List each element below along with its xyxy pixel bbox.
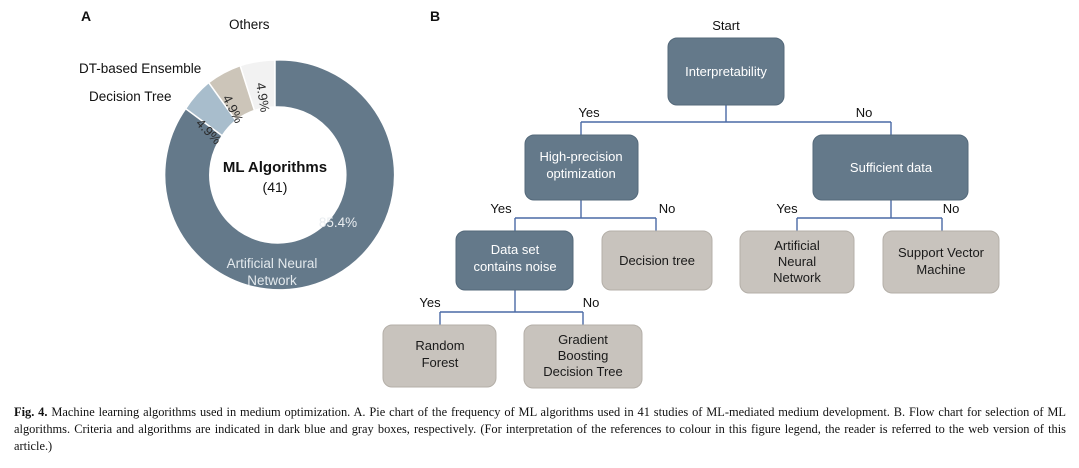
- flow-node-gbdt-label-line3: Decision Tree: [543, 364, 622, 379]
- panel-b-letter: B: [430, 8, 441, 24]
- flow-node-noise-label-line1: Data set: [491, 242, 540, 257]
- flow-node-artificial-neural-network[interactable]: Artificial Neural Network: [739, 230, 855, 294]
- edge-label-level3-yes: Yes: [419, 295, 441, 310]
- panel-a-pie-chart: DT-based Ensemble Decision Tree Others M…: [0, 0, 420, 320]
- panel-a-letter: A: [81, 8, 92, 24]
- pie-value-artificial-neural-network: 85.4%: [319, 215, 357, 230]
- pie-value-others: 4.9%: [253, 81, 273, 113]
- flow-start-label: Start: [712, 18, 740, 33]
- donut-center-title: ML Algorithms: [223, 159, 327, 176]
- figure-caption-text: Machine learning algorithms used in medi…: [14, 405, 1067, 453]
- flow-node-decision-tree[interactable]: Decision tree: [601, 230, 713, 291]
- flow-node-random-forest-label-line2: Forest: [422, 355, 459, 370]
- figure-caption: Fig. 4. Machine learning algorithms used…: [14, 404, 1066, 455]
- edge-label-level2b-no: No: [943, 201, 960, 216]
- pie-slice-decision-tree: [184, 81, 237, 137]
- edge-label-level1-no: No: [856, 105, 873, 120]
- pie-callout-dt-based-ensemble: DT-based Ensemble: [79, 61, 202, 76]
- flow-node-sufficient-data-label: Sufficient data: [850, 160, 933, 175]
- flow-node-gradient-boosting-decision-tree[interactable]: Gradient Boosting Decision Tree: [523, 324, 643, 389]
- donut-chart: ML Algorithms (41) 4.9% 4.9% 4.9% 85.4% …: [163, 59, 396, 291]
- pie-callout-decision-tree: Decision Tree: [89, 89, 172, 104]
- flow-chart-svg: Yes No Yes No Yes No Yes No Start Interp…: [382, 18, 1000, 389]
- flow-node-decision-tree-label: Decision tree: [619, 253, 695, 268]
- flow-node-data-set-contains-noise[interactable]: Data set contains noise: [455, 230, 574, 291]
- flow-node-support-vector-machine[interactable]: Support Vector Machine: [882, 230, 1000, 294]
- flow-node-svm-label-line2: Machine: [916, 262, 965, 277]
- flow-node-gbdt-label-line2: Boosting: [558, 348, 609, 363]
- figure-caption-label: Fig. 4.: [14, 405, 48, 419]
- flow-node-svm-label-line1: Support Vector: [898, 245, 985, 260]
- flow-node-gbdt-label-line1: Gradient: [558, 332, 608, 347]
- flow-node-ann-label-line2: Neural: [778, 254, 816, 269]
- flow-node-noise-label-line2: contains noise: [473, 259, 556, 274]
- edge-label-level2a-no: No: [659, 201, 676, 216]
- flow-node-hpo-label-line2: optimization: [546, 166, 615, 181]
- flow-node-random-forest-label-line1: Random: [415, 338, 464, 353]
- edge-label-level2a-yes: Yes: [490, 201, 512, 216]
- panel-b-flow-chart: Yes No Yes No Yes No Yes No Start Interp…: [382, 18, 1000, 389]
- pie-callout-others: Others: [229, 17, 270, 32]
- flow-node-interpretability-label: Interpretability: [685, 64, 767, 79]
- edge-label-level2b-yes: Yes: [776, 201, 798, 216]
- flow-node-ann-label-line1: Artificial: [774, 238, 820, 253]
- edge-label-level1-yes: Yes: [578, 105, 600, 120]
- pie-slice-dt-based-ensemble: [207, 64, 256, 122]
- flow-node-ann-label-line3: Network: [773, 270, 821, 285]
- flow-node-sufficient-data[interactable]: Sufficient data: [812, 134, 969, 201]
- edge-label-level3-no: No: [583, 295, 600, 310]
- flow-node-hpo-label-line1: High-precision: [539, 149, 622, 164]
- flow-node-random-forest[interactable]: Random Forest: [382, 324, 497, 388]
- pie-label-ann-line1: Artificial Neural: [227, 256, 318, 271]
- flow-node-high-precision-optimization[interactable]: High-precision optimization: [524, 134, 639, 201]
- flow-node-interpretability[interactable]: Interpretability: [667, 37, 785, 106]
- pie-label-ann-line2: Network: [247, 273, 297, 288]
- donut-center-count: (41): [263, 179, 288, 195]
- pie-slice-artificial-neural-network: [163, 59, 396, 291]
